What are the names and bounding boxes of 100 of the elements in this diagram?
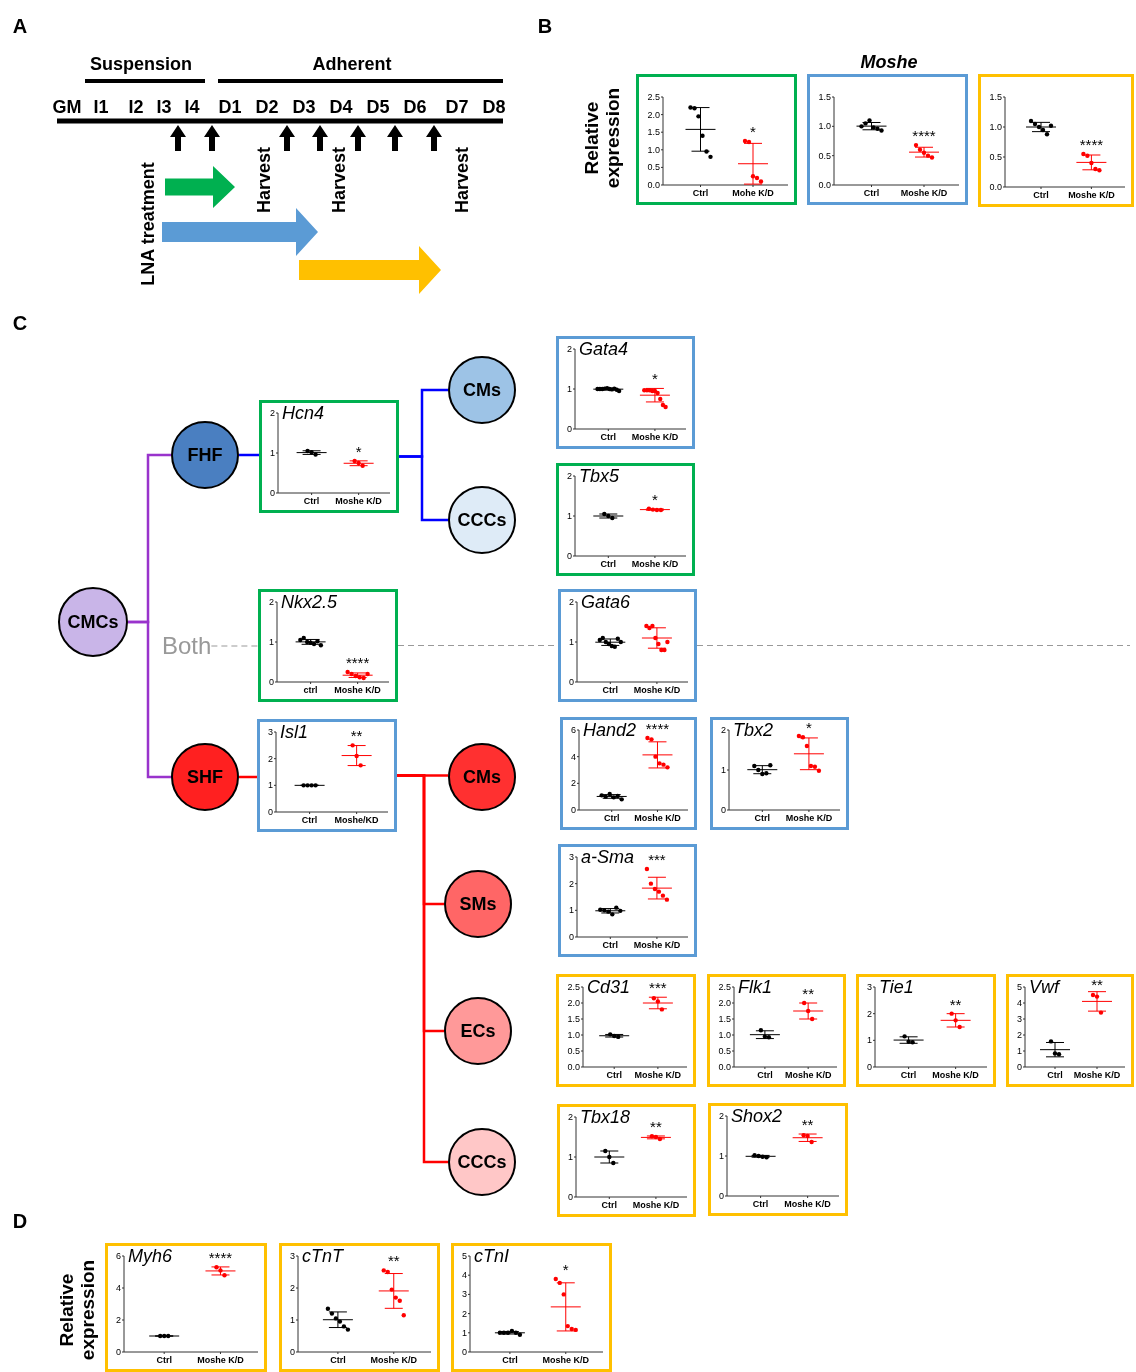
cell-type-circle: FHF (171, 421, 239, 489)
significance-stars: * (805, 720, 813, 735)
panel-letter: B (537, 15, 553, 37)
group-label: Moshe K/D (369, 1355, 418, 1365)
tick-label: 2.0 (567, 998, 580, 1008)
phase-label: Adherent (312, 55, 392, 75)
significance-stars: **** (1078, 137, 1105, 152)
tick-label: 0 (568, 1192, 573, 1202)
step-label: Harvest (255, 147, 275, 213)
tick-label: 0 (462, 1347, 467, 1357)
tick-label: 2 (569, 878, 574, 889)
group-label: Mohe K/D (731, 188, 775, 198)
significance-stars: *** (647, 852, 667, 867)
group-label: Ctrl (691, 188, 710, 198)
cell-type-circle: CCCs (448, 1128, 516, 1196)
tick-label: 0 (268, 807, 273, 817)
tick-label: 0 (116, 1347, 121, 1357)
group-label: Moshe K/D (630, 559, 680, 569)
tick-label: 0 (867, 1062, 872, 1072)
tick-label: 3 (290, 1251, 295, 1261)
group-label: Ctrl (599, 559, 618, 569)
tick-label: 2 (462, 1308, 467, 1319)
group-label: Moshe/KD (333, 815, 380, 825)
gene-title: Cd31 (587, 977, 631, 998)
gene-title: Hand2 (583, 720, 637, 741)
tick-label: 0 (567, 551, 572, 561)
tick-label: 1 (290, 1315, 295, 1325)
tick-label: 1.0 (567, 1030, 580, 1040)
gene-title: Hcn4 (282, 403, 325, 424)
tick-label: 0 (270, 488, 275, 498)
tick-label: 0.0 (718, 1062, 731, 1072)
tick-label: 1 (1017, 1046, 1022, 1056)
tick-label: 1.0 (989, 122, 1002, 132)
tick-label: 0.5 (567, 1046, 580, 1056)
gene-title: Gata4 (579, 339, 629, 360)
group-label: Moshe K/D (632, 940, 682, 950)
day-label: D6 (403, 98, 427, 118)
panel-letter: A (12, 15, 28, 37)
gene-title: Tbx18 (580, 1107, 631, 1128)
gene-title: Tie1 (879, 977, 914, 998)
tick-label: 0.5 (718, 1046, 731, 1056)
connector-line (397, 774, 448, 1164)
significance-stars: ** (1090, 977, 1104, 992)
gene-title: Shox2 (731, 1106, 783, 1127)
group-label: Moshe K/D (333, 685, 382, 695)
group-label: Moshe K/D (783, 1199, 832, 1209)
tick-label: 0 (571, 805, 576, 815)
gene-title: Tbx5 (579, 466, 620, 487)
tick-label: 0 (567, 424, 572, 434)
cell-type-circle: CMs (448, 743, 516, 811)
gene-title: Tbx2 (733, 720, 774, 741)
group-label: Ctrl (602, 813, 621, 823)
cell-type-circle: CMs (448, 356, 516, 424)
tick-label: 2 (290, 1283, 295, 1293)
day-label: GM (52, 98, 82, 118)
day-label: D4 (329, 98, 353, 118)
tick-label: 4 (462, 1270, 467, 1281)
group-label: Moshe K/D (784, 813, 834, 823)
group-label: Moshe K/D (1072, 1070, 1122, 1080)
tick-label: 1 (719, 1151, 724, 1161)
group-label: Moshe K/D (899, 188, 949, 198)
tick-label: 3 (569, 852, 574, 862)
tick-label: 1.5 (718, 1014, 731, 1024)
tick-label: 0 (269, 677, 274, 687)
tick-label: 2 (268, 753, 273, 764)
tick-label: 1 (462, 1327, 467, 1338)
cell-type-circle: SHF (171, 743, 239, 811)
significance-stars: * (651, 491, 659, 507)
group-label: Ctrl (601, 685, 620, 695)
day-label: D5 (366, 98, 390, 118)
tick-label: 0 (721, 805, 726, 815)
gene-title: Nkx2.5 (281, 592, 338, 613)
tick-label: 4 (571, 751, 576, 762)
tick-label: 0.0 (567, 1062, 580, 1072)
tick-label: 1.5 (647, 127, 660, 138)
group-label: Ctrl (155, 1355, 173, 1365)
group-label: Ctrl (599, 432, 618, 442)
tick-label: 4 (116, 1283, 121, 1293)
tick-label: 0 (1017, 1062, 1022, 1072)
tick-label: 1 (567, 511, 572, 521)
group-label: Moshe K/D (633, 1070, 683, 1080)
dashed-line (696, 644, 1131, 647)
axis-title: Relative expression (582, 86, 624, 191)
significance-stars: **** (207, 1249, 234, 1265)
gene-title: Flk1 (738, 977, 772, 998)
significance-stars: * (749, 124, 757, 139)
tick-label: 2 (568, 1112, 573, 1122)
tick-label: 2 (569, 597, 574, 607)
gene-title: Myh6 (128, 1246, 172, 1267)
significance-stars: * (354, 443, 363, 459)
significance-stars: *** (648, 980, 668, 996)
connector-line (239, 453, 259, 457)
tick-label: 3 (268, 727, 273, 737)
day-label: D7 (445, 98, 469, 118)
gene-title: a-Sma (581, 847, 634, 868)
tick-label: 2 (721, 725, 726, 735)
cell-type-circle: CCCs (448, 486, 516, 554)
cell-type-circle: ECs (444, 997, 512, 1065)
group-label: Moshe K/D (632, 685, 682, 695)
tick-label: 1.5 (818, 92, 831, 102)
